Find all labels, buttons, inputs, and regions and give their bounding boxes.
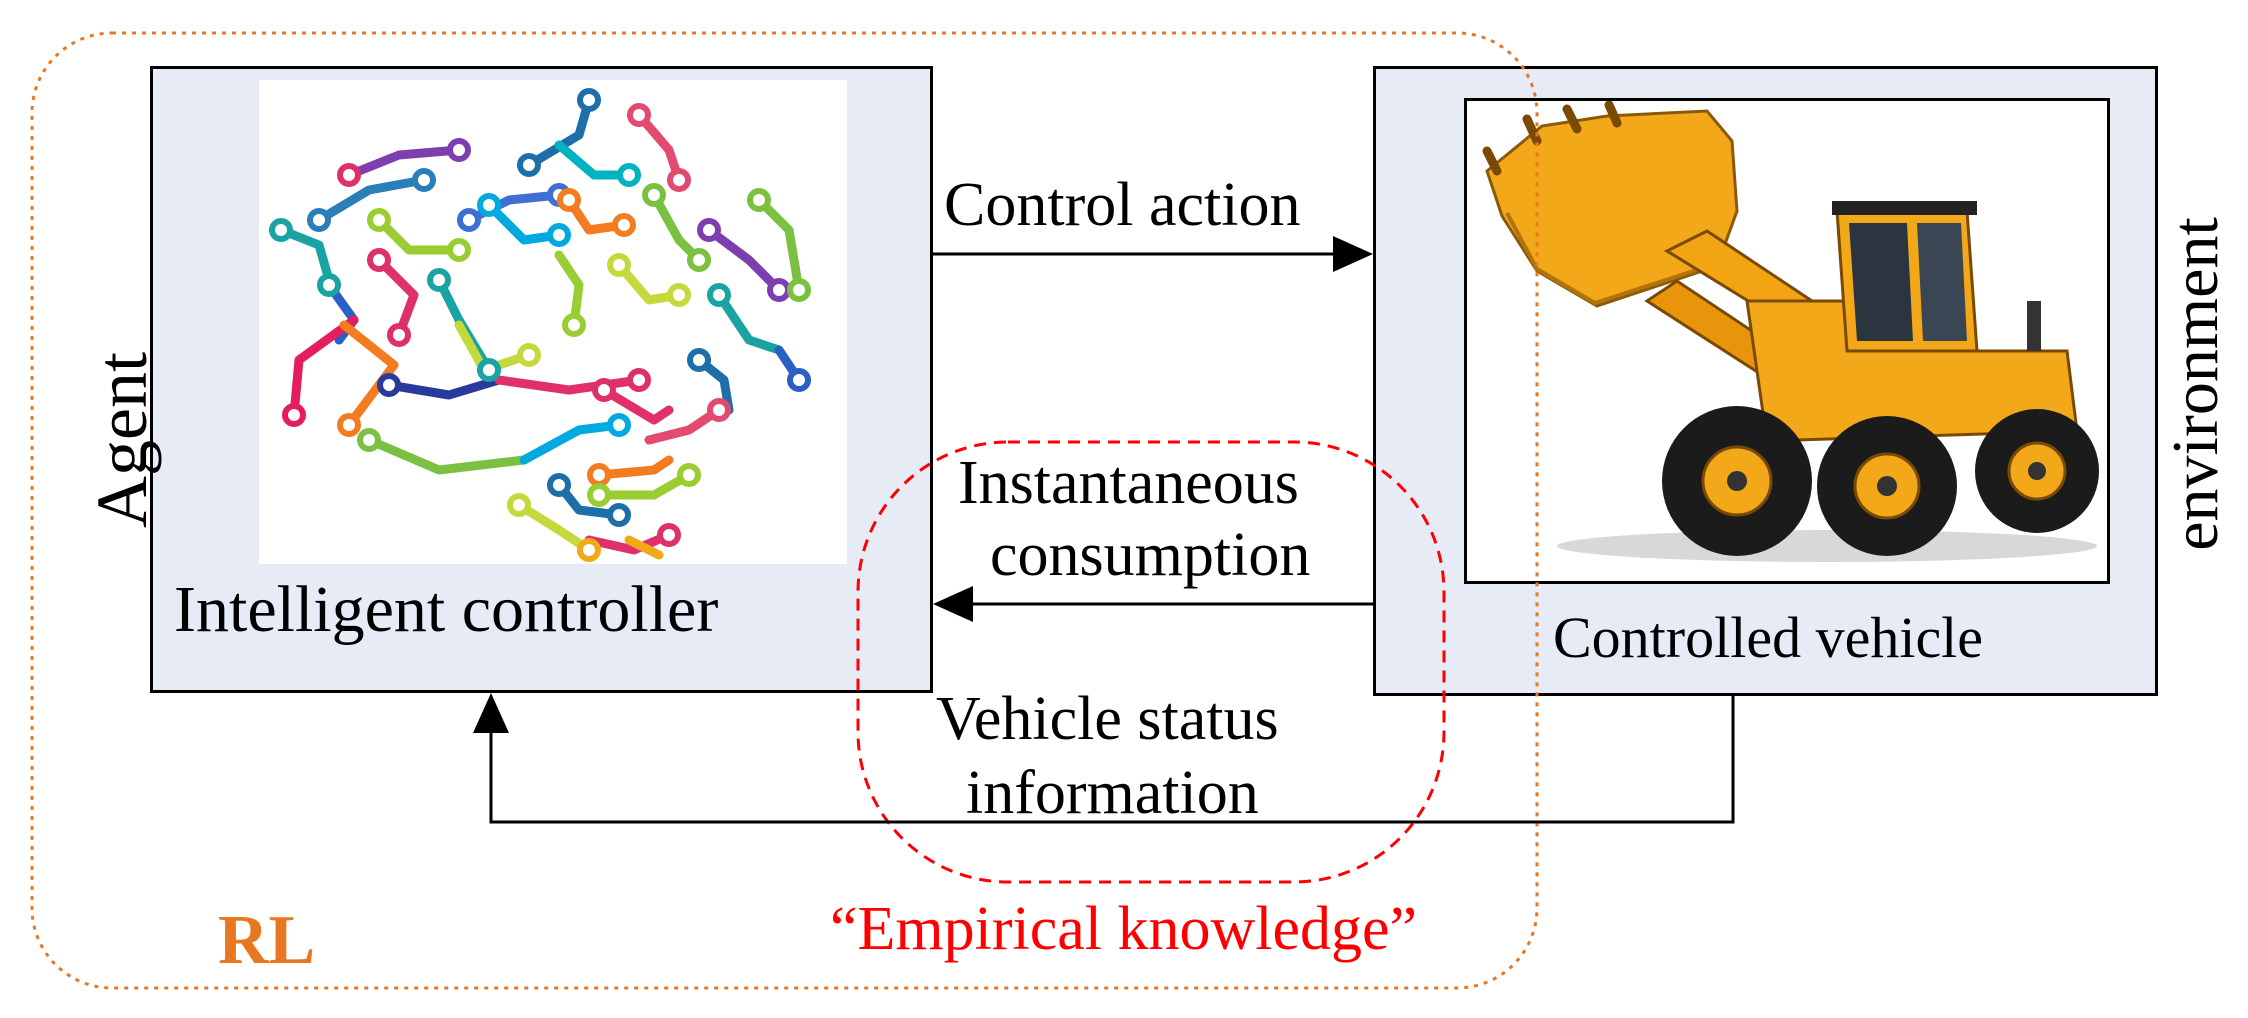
knowledge-region-outline: [856, 440, 1446, 884]
circuit-nodes: [269, 88, 811, 562]
consumption-label: consumption: [990, 521, 1311, 589]
rl-region-outline: [30, 31, 1539, 990]
controlled-vehicle-label: Controlled vehicle: [1553, 605, 1984, 670]
rl-label: RL: [218, 902, 316, 979]
brain-circuit-icon: [269, 88, 811, 562]
empirical-knowledge-label: “Empirical knowledge”: [830, 895, 1418, 963]
status-arrowhead: [473, 693, 509, 733]
control-action-label: Control action: [944, 171, 1301, 239]
control-action-arrowhead: [1333, 236, 1373, 272]
vehicle-panel: [1464, 98, 2110, 584]
vehicle-status-label: Vehicle status: [936, 685, 1279, 753]
wheel-loader-icon: [1482, 101, 2099, 562]
environment-side-label: environment: [2159, 217, 2232, 551]
information-label: information: [966, 759, 1259, 827]
agent-box: Intelligent controller: [150, 66, 933, 693]
instantaneous-label: Instantaneous: [958, 449, 1299, 517]
agent-side-label: Agent: [82, 352, 162, 528]
status-feedback-line: [489, 696, 1735, 824]
brain-panel: [259, 80, 847, 564]
environment-box: Controlled vehicle: [1373, 66, 2158, 696]
intelligent-controller-label: Intelligent controller: [174, 573, 719, 646]
consumption-arrowhead: [933, 586, 973, 622]
